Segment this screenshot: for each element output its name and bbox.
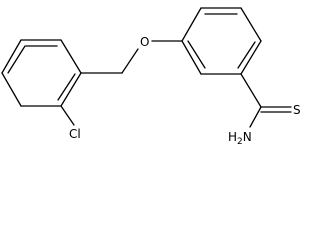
amine-n: N (243, 130, 252, 144)
c-cl-bond (60, 105, 75, 126)
cn-bond (249, 106, 262, 128)
ch2-o-bond (121, 48, 139, 74)
sulfur-label: S (293, 103, 301, 117)
amine-subscript: 2 (237, 137, 243, 147)
amine-label: H2N (228, 130, 252, 147)
ring-thioamide-bond (240, 73, 262, 108)
amine-h: H (228, 130, 237, 144)
chlorine-label: Cl (69, 127, 81, 141)
chlorophenyl-ring (1, 39, 82, 107)
benzamide-ring (181, 7, 262, 75)
molecule-structure: O Cl S H2N (1, 7, 301, 147)
oxygen-label: O (140, 35, 149, 49)
